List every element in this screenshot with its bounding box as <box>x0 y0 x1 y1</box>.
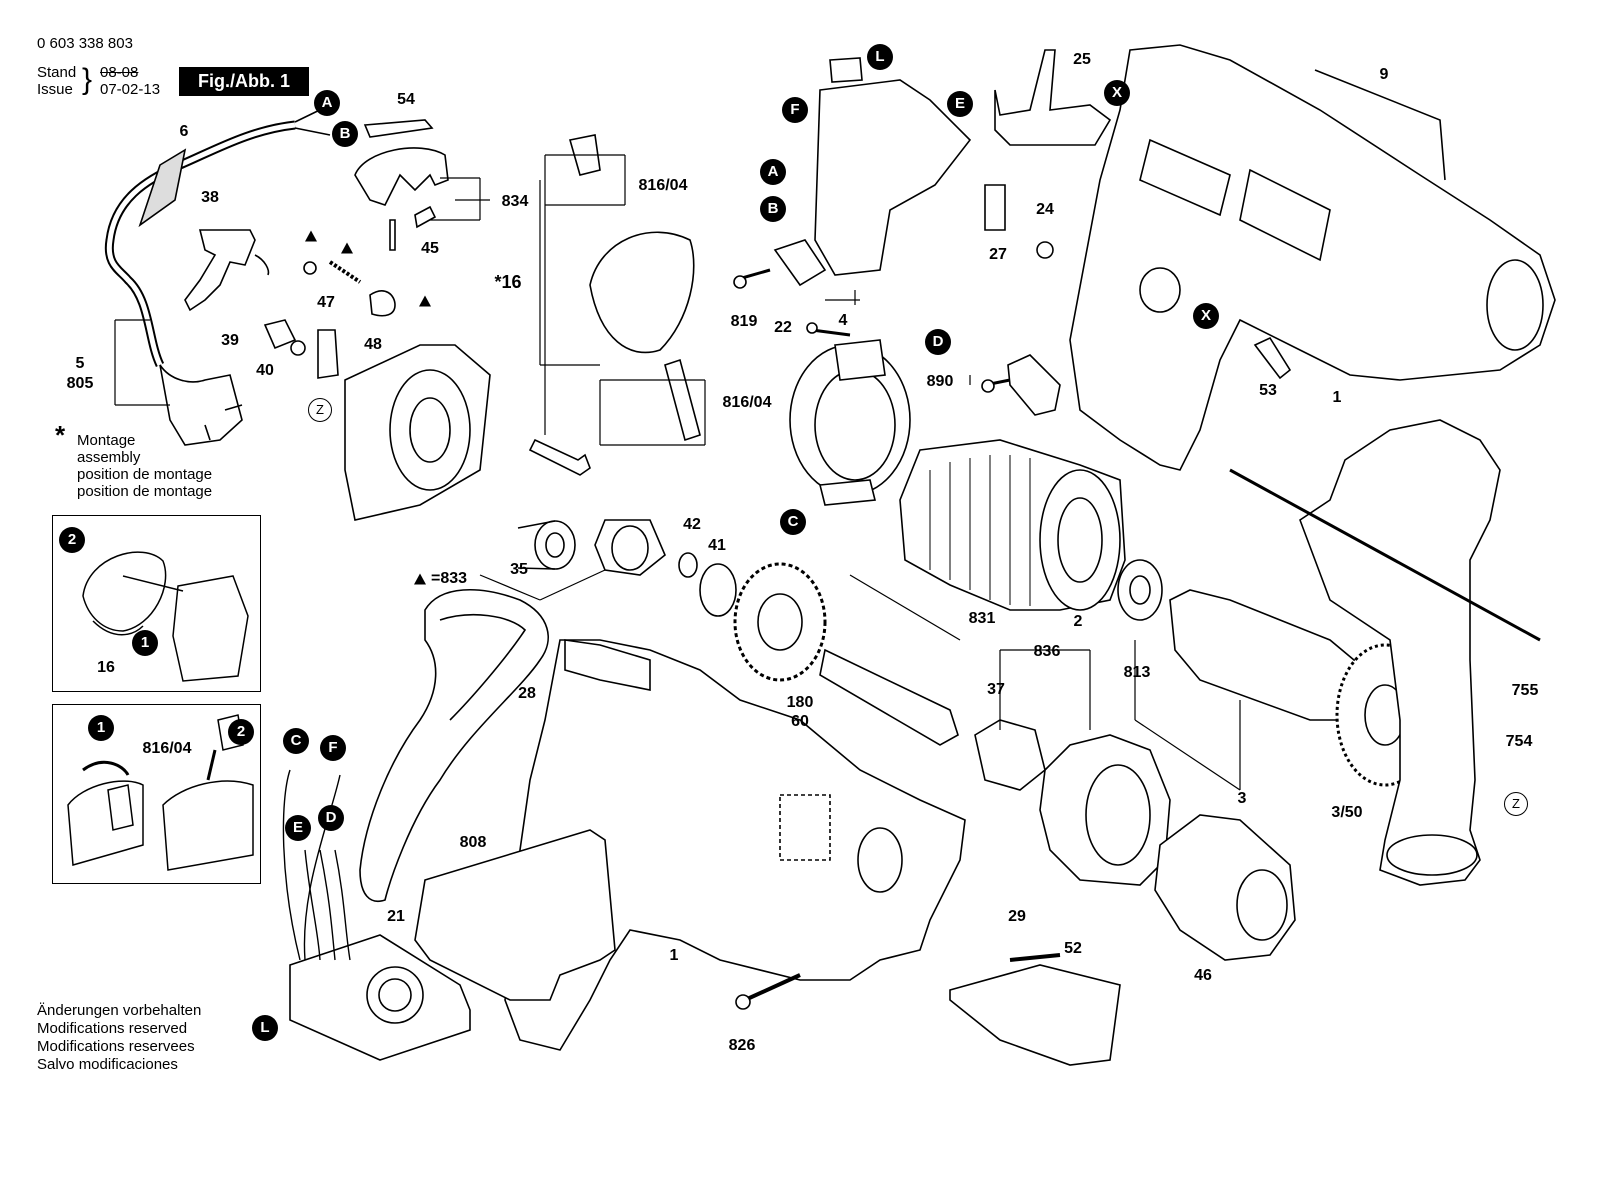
label-3: 3 <box>1237 790 1247 807</box>
triangle-marker-833 <box>414 573 426 585</box>
label-808: 808 <box>459 834 487 851</box>
label-16-star: *16 <box>494 272 522 292</box>
inset-1-drawing <box>82 551 249 682</box>
part-number-heading: 0 603 338 803 <box>37 35 133 52</box>
label-46: 46 <box>1194 967 1212 984</box>
label-180: 180 <box>786 694 814 711</box>
brace-glyph: } <box>82 63 93 96</box>
connector-badge-b: B <box>332 121 358 147</box>
modifications-line-2: Modifications reserved <box>37 1020 188 1037</box>
label-16-inset: 16 <box>97 659 115 676</box>
triangle-marker-2 <box>341 242 353 254</box>
triangle-marker-3 <box>419 295 431 307</box>
label-836: 836 <box>1033 643 1061 660</box>
label-813: 813 <box>1123 664 1151 681</box>
label-52: 52 <box>1064 940 1082 957</box>
label-27: 27 <box>989 246 1007 263</box>
stand-label: Stand <box>37 64 77 81</box>
label-35: 35 <box>510 561 528 578</box>
label-39: 39 <box>221 332 239 349</box>
power-cord-drawing <box>104 104 331 446</box>
triangle-marker-1 <box>305 230 317 242</box>
issue-date: 07-02-13 <box>100 81 161 98</box>
switch-badge-f: F <box>782 97 808 123</box>
label-40: 40 <box>256 362 274 379</box>
label-42: 42 <box>683 516 701 533</box>
wire-badge-c: C <box>283 728 309 754</box>
label-9: 9 <box>1379 66 1389 83</box>
label-24: 24 <box>1036 201 1054 218</box>
switch-badge-e: E <box>947 91 973 117</box>
label-53: 53 <box>1259 382 1277 399</box>
label-1-main: 1 <box>669 947 679 964</box>
label-755: 755 <box>1511 682 1539 699</box>
label-3-50: 3/50 <box>1331 804 1363 821</box>
montage-line-3: position de montage <box>77 466 213 483</box>
label-37: 37 <box>987 681 1005 698</box>
connector-badge-a: A <box>314 90 340 116</box>
z-mark-right: Z <box>1504 792 1528 816</box>
label-38: 38 <box>201 189 219 206</box>
label-819: 819 <box>730 313 758 330</box>
inset-step-2a-badge: 1 <box>132 630 158 656</box>
figure-label: Fig./Abb. 1 <box>179 67 309 96</box>
montage-line-2: assembly <box>77 449 141 466</box>
brush-holder-badge-c: C <box>780 509 806 535</box>
modifications-line-3: Modifications reservees <box>37 1038 195 1055</box>
label-60: 60 <box>791 713 809 730</box>
switch-badge-b: B <box>760 196 786 222</box>
modifications-line-1: Änderungen vorbehalten <box>37 1002 202 1019</box>
label-833: =833 <box>430 570 468 587</box>
label-816-04-bottom: 816/04 <box>722 394 772 411</box>
label-29: 29 <box>1008 908 1026 925</box>
label-41: 41 <box>708 537 726 554</box>
inset-step-1a-badge: 2 <box>59 527 85 553</box>
label-826: 826 <box>728 1037 756 1054</box>
label-25: 25 <box>1073 51 1091 68</box>
label-45: 45 <box>421 240 439 257</box>
wire-badge-d: D <box>318 805 344 831</box>
label-22: 22 <box>774 319 792 336</box>
wire-badge-f: F <box>320 735 346 761</box>
label-754: 754 <box>1505 733 1533 750</box>
inset-step-1b-badge: 1 <box>88 715 114 741</box>
label-6: 6 <box>179 123 189 140</box>
label-890: 890 <box>926 373 954 390</box>
switch-badge-l: L <box>867 44 893 70</box>
label-816-04-top: 816/04 <box>638 177 688 194</box>
montage-line-4: position de montage <box>77 483 213 500</box>
z-mark-left: Z <box>308 398 332 422</box>
label-28: 28 <box>518 685 536 702</box>
label-831: 831 <box>968 610 996 627</box>
label-2: 2 <box>1073 613 1083 630</box>
switch-21-badge-l: L <box>252 1015 278 1041</box>
montage-line-1: Montage <box>77 432 136 449</box>
inset-brush-holder-assembly <box>52 515 261 692</box>
inset-step-2b-badge: 2 <box>228 719 254 745</box>
issue-label: Issue <box>37 81 73 98</box>
label-834: 834 <box>501 193 529 210</box>
housing-badge-x-top: X <box>1104 80 1130 106</box>
label-4: 4 <box>838 312 848 329</box>
stand-date: 08-08 <box>100 64 139 81</box>
brush-holder-badge-d: D <box>925 329 951 355</box>
housing-badge-x-bottom: X <box>1193 303 1219 329</box>
label-54: 54 <box>397 91 415 108</box>
label-47: 47 <box>317 294 335 311</box>
montage-asterisk: * <box>55 420 66 450</box>
label-1-housing: 1 <box>1332 389 1342 406</box>
label-816-04-inset: 816/04 <box>142 740 192 757</box>
label-805: 805 <box>66 375 94 392</box>
label-48: 48 <box>364 336 382 353</box>
label-21: 21 <box>387 908 405 925</box>
wire-badge-e: E <box>285 815 311 841</box>
label-5: 5 <box>75 355 85 372</box>
modifications-line-4: Salvo modificaciones <box>37 1056 178 1073</box>
switch-badge-a: A <box>760 159 786 185</box>
